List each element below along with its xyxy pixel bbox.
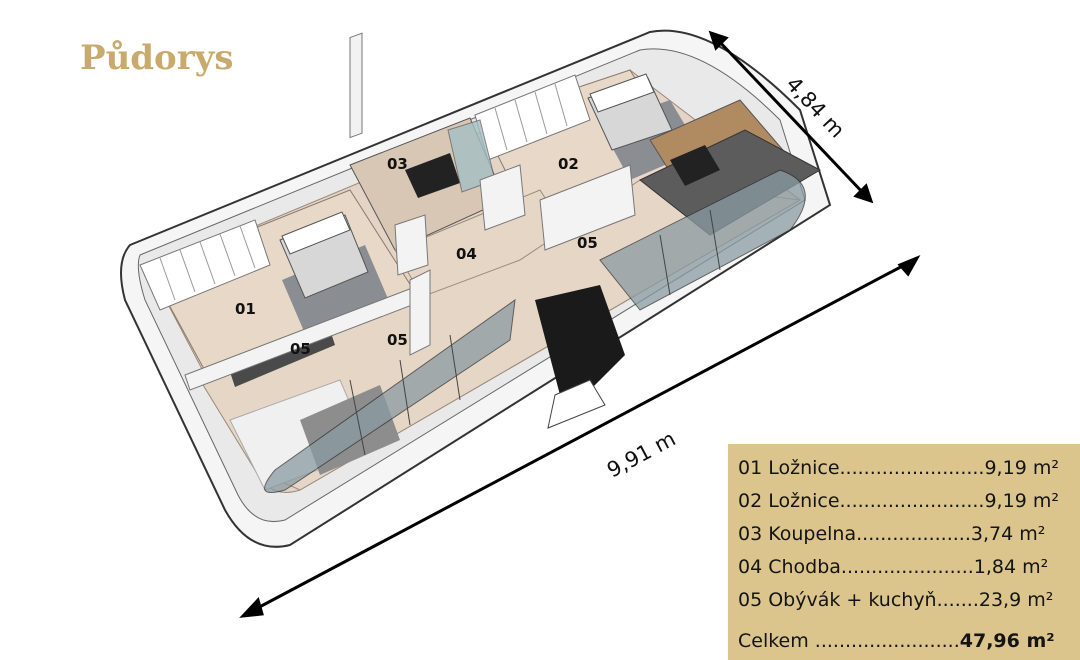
- dimension-width-arrow: [239, 254, 921, 618]
- entrance-door: [535, 285, 625, 429]
- room-label-02: 02: [558, 155, 579, 173]
- legend-total-prefix: Celkem ........................: [738, 630, 960, 652]
- room-01-bedroom: [139, 189, 421, 381]
- room-label-05-kitchen: 05: [577, 234, 598, 252]
- room-03-bathroom: [349, 32, 506, 251]
- legend-total-value: 47,96 m²: [959, 630, 1055, 652]
- room-label-03: 03: [387, 155, 408, 173]
- legend-row: 02 Ložnice........................9,19 m…: [738, 490, 1059, 512]
- legend-row: 04 Chodba......................1,84 m²: [738, 556, 1049, 578]
- legend-row: 05 Obývák + kuchyň.......23,9 m²: [738, 589, 1054, 611]
- dimension-width-label: 9,91 m: [603, 427, 680, 483]
- area-legend: 01 Ložnice........................9,19 m…: [728, 444, 1080, 660]
- interior-walls: [184, 164, 636, 391]
- dimension-depth-arrow: [708, 30, 874, 204]
- legend-row: 03 Koupelna...................3,74 m²: [738, 523, 1046, 545]
- legend-total-row: Celkem ........................47,96 m²: [738, 625, 1080, 658]
- glass-facade: [264, 169, 806, 493]
- room-label-04: 04: [456, 245, 477, 263]
- legend-row: 01 Ložnice........................9,19 m…: [738, 457, 1059, 479]
- room-label-05-tv: 05: [290, 340, 311, 358]
- room-label-01: 01: [235, 300, 256, 318]
- room-label-05-living: 05: [387, 331, 408, 349]
- page-title: Půdorys: [80, 38, 234, 78]
